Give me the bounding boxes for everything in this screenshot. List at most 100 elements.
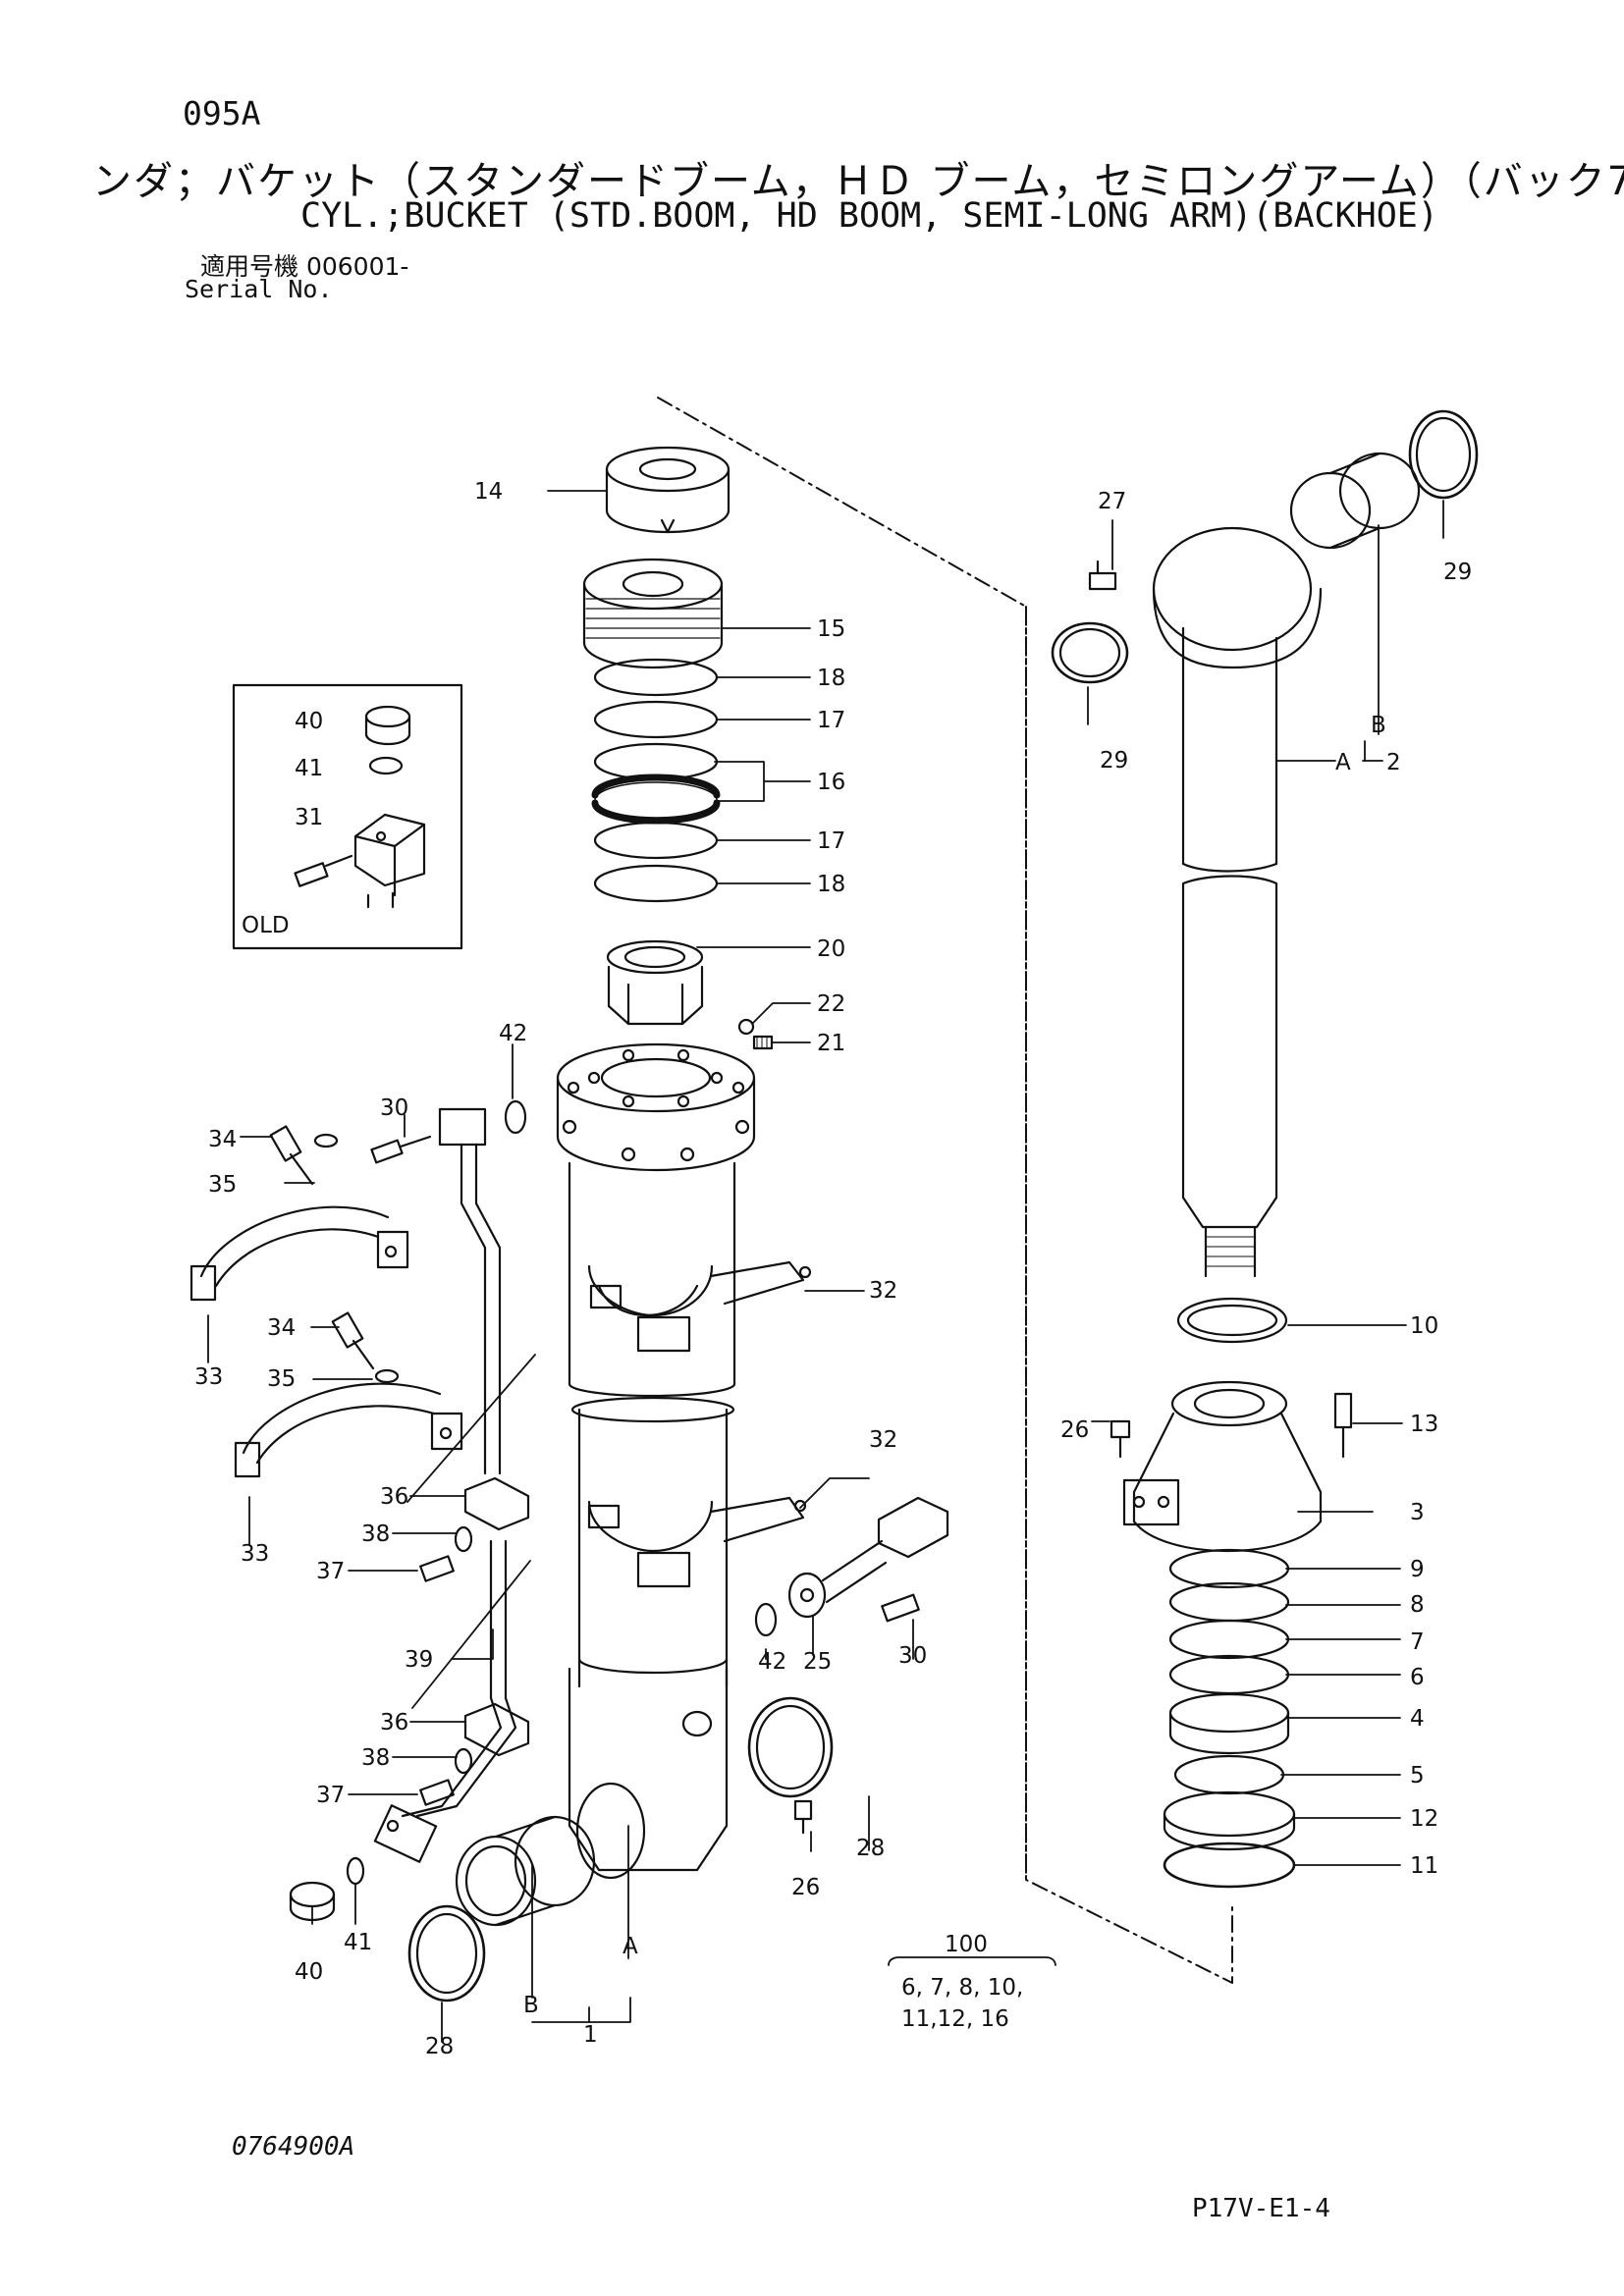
part-1-bushing	[455, 1815, 596, 1927]
callout-14: 14	[474, 479, 503, 505]
title-japanese: ンダ；バケット（スタンダードブーム，ＨＤ ブーム，セミロングアーム）（バック7	[92, 159, 1624, 204]
part-3-piston	[1122, 1380, 1323, 1553]
old-inset-box	[232, 683, 463, 950]
part-17-ring-top	[593, 700, 719, 739]
part-32-clamp-lower	[587, 1496, 807, 1588]
pipe-lower-block	[373, 1804, 438, 1863]
part-28-ring-right	[747, 1696, 834, 1798]
callout-28-left: 28	[425, 2034, 454, 2059]
callout-34-upper: 34	[208, 1127, 237, 1152]
callout-a-rod: A	[1335, 750, 1351, 775]
part-37-bolt-upper	[419, 1555, 455, 1582]
callout-1: 1	[583, 2022, 598, 2048]
cylinder-tube	[568, 1161, 736, 1880]
callout-40-lower: 40	[295, 1959, 323, 1985]
part-22-ball	[737, 1018, 755, 1036]
callout-17-top: 17	[817, 708, 845, 733]
callout-32-lower: 32	[869, 1427, 897, 1453]
part-12-ring	[1163, 1790, 1296, 1851]
inset-block-31	[353, 813, 426, 909]
callout-4: 4	[1410, 1706, 1425, 1732]
part-25-fitting	[787, 1496, 949, 1619]
part-28-ring-left	[407, 1904, 486, 2002]
callout-40-inset: 40	[295, 709, 323, 734]
part-36-clamp-lower	[463, 1702, 530, 1757]
callout-18-bottom: 18	[817, 872, 845, 897]
page-number: P17V-E1-4	[1192, 2194, 1330, 2223]
drawing-number: 0764900A	[232, 2132, 355, 2162]
callout-29-right: 29	[1443, 560, 1472, 585]
callout-42-lower: 42	[758, 1649, 786, 1675]
callout-b-rod: B	[1371, 713, 1386, 738]
part-20-nut	[606, 939, 704, 1026]
callout-37-lower: 37	[316, 1783, 345, 1808]
kit-contents-line1: 6, 7, 8, 10,	[901, 1975, 1023, 2001]
section-code: 095A	[183, 94, 261, 133]
part-29-ring-left	[1051, 621, 1129, 684]
part-15-cylinder-head	[582, 558, 724, 669]
callout-35-upper: 35	[208, 1172, 237, 1198]
part-41-oring-lower	[346, 1856, 365, 1886]
part-4-ring	[1168, 1692, 1290, 1755]
part-13-bolt	[1333, 1392, 1353, 1459]
callout-33-lower: 33	[241, 1541, 269, 1567]
part-2-piston-rod	[1152, 526, 1323, 1278]
part-5-ring	[1173, 1754, 1285, 1795]
part-b-bushing-right	[1289, 452, 1421, 550]
callout-41-inset: 41	[295, 756, 323, 781]
kit-number: 100	[945, 1932, 988, 1957]
leader-lines	[207, 490, 1444, 2043]
callout-26-lower: 26	[791, 1875, 820, 1900]
part-26-grease-fitting-upper	[1110, 1419, 1131, 1459]
assembly-dashed-lines	[657, 397, 1233, 1984]
callout-37-upper: 37	[316, 1559, 345, 1584]
part-14-wiper	[605, 446, 731, 534]
callout-12: 12	[1410, 1806, 1438, 1832]
part-36-clamp-upper	[463, 1476, 530, 1531]
callout-33-upper: 33	[194, 1364, 223, 1390]
callout-29-left: 29	[1100, 748, 1128, 774]
callout-10: 10	[1410, 1313, 1438, 1339]
part-17-ring-bottom	[593, 821, 719, 860]
part-38-oring-upper	[454, 1525, 473, 1553]
callout-18-top: 18	[817, 666, 845, 691]
callout-b-body: B	[523, 1993, 539, 2018]
callout-30-upper: 30	[380, 1095, 408, 1121]
part-42-oring-lower	[754, 1602, 778, 1637]
part-30-bolt-lower	[881, 1593, 920, 1623]
title-english: CYL.;BUCKET (STD.BOOM, HD BOOM, SEMI-LON…	[300, 196, 1438, 236]
callout-30-lower: 30	[898, 1643, 927, 1669]
cylinder-flange	[556, 1042, 756, 1172]
part-37-bolt-lower	[419, 1779, 455, 1806]
part-18-ring-top	[593, 658, 719, 697]
callout-8: 8	[1410, 1592, 1425, 1618]
callout-42-upper: 42	[499, 1021, 527, 1046]
callout-3: 3	[1410, 1500, 1425, 1525]
inset-bolt-31	[294, 854, 353, 887]
part-35-washer-upper	[313, 1133, 339, 1148]
part-18-ring-bottom	[593, 864, 719, 903]
part-33-clamp-half-lower	[234, 1382, 463, 1478]
part-8-ring	[1168, 1581, 1290, 1623]
part-26-grease-fitting-lower	[793, 1799, 813, 1835]
callout-16: 16	[817, 770, 845, 795]
inset-label-old: OLD	[242, 913, 290, 938]
callout-21: 21	[817, 1031, 845, 1056]
inset-oring-41	[368, 756, 404, 775]
callout-38-lower: 38	[361, 1745, 390, 1771]
part-34-bolt-upper	[269, 1125, 314, 1186]
callout-36-lower: 36	[380, 1710, 408, 1735]
part-9-ring	[1168, 1548, 1290, 1589]
part-29-ring-right	[1408, 409, 1479, 500]
callout-34-lower: 34	[267, 1315, 296, 1341]
part-38-oring-lower	[454, 1747, 473, 1775]
callout-32-upper: 32	[869, 1278, 897, 1304]
part-16-seal-b	[591, 774, 721, 799]
callout-13: 13	[1410, 1412, 1438, 1437]
part-30-bolt-upper	[370, 1135, 432, 1164]
callout-20: 20	[817, 936, 845, 962]
part-33-clamp-half-upper	[189, 1205, 409, 1302]
callout-35-lower: 35	[267, 1366, 296, 1392]
part-27-grease-fitting	[1088, 560, 1117, 591]
